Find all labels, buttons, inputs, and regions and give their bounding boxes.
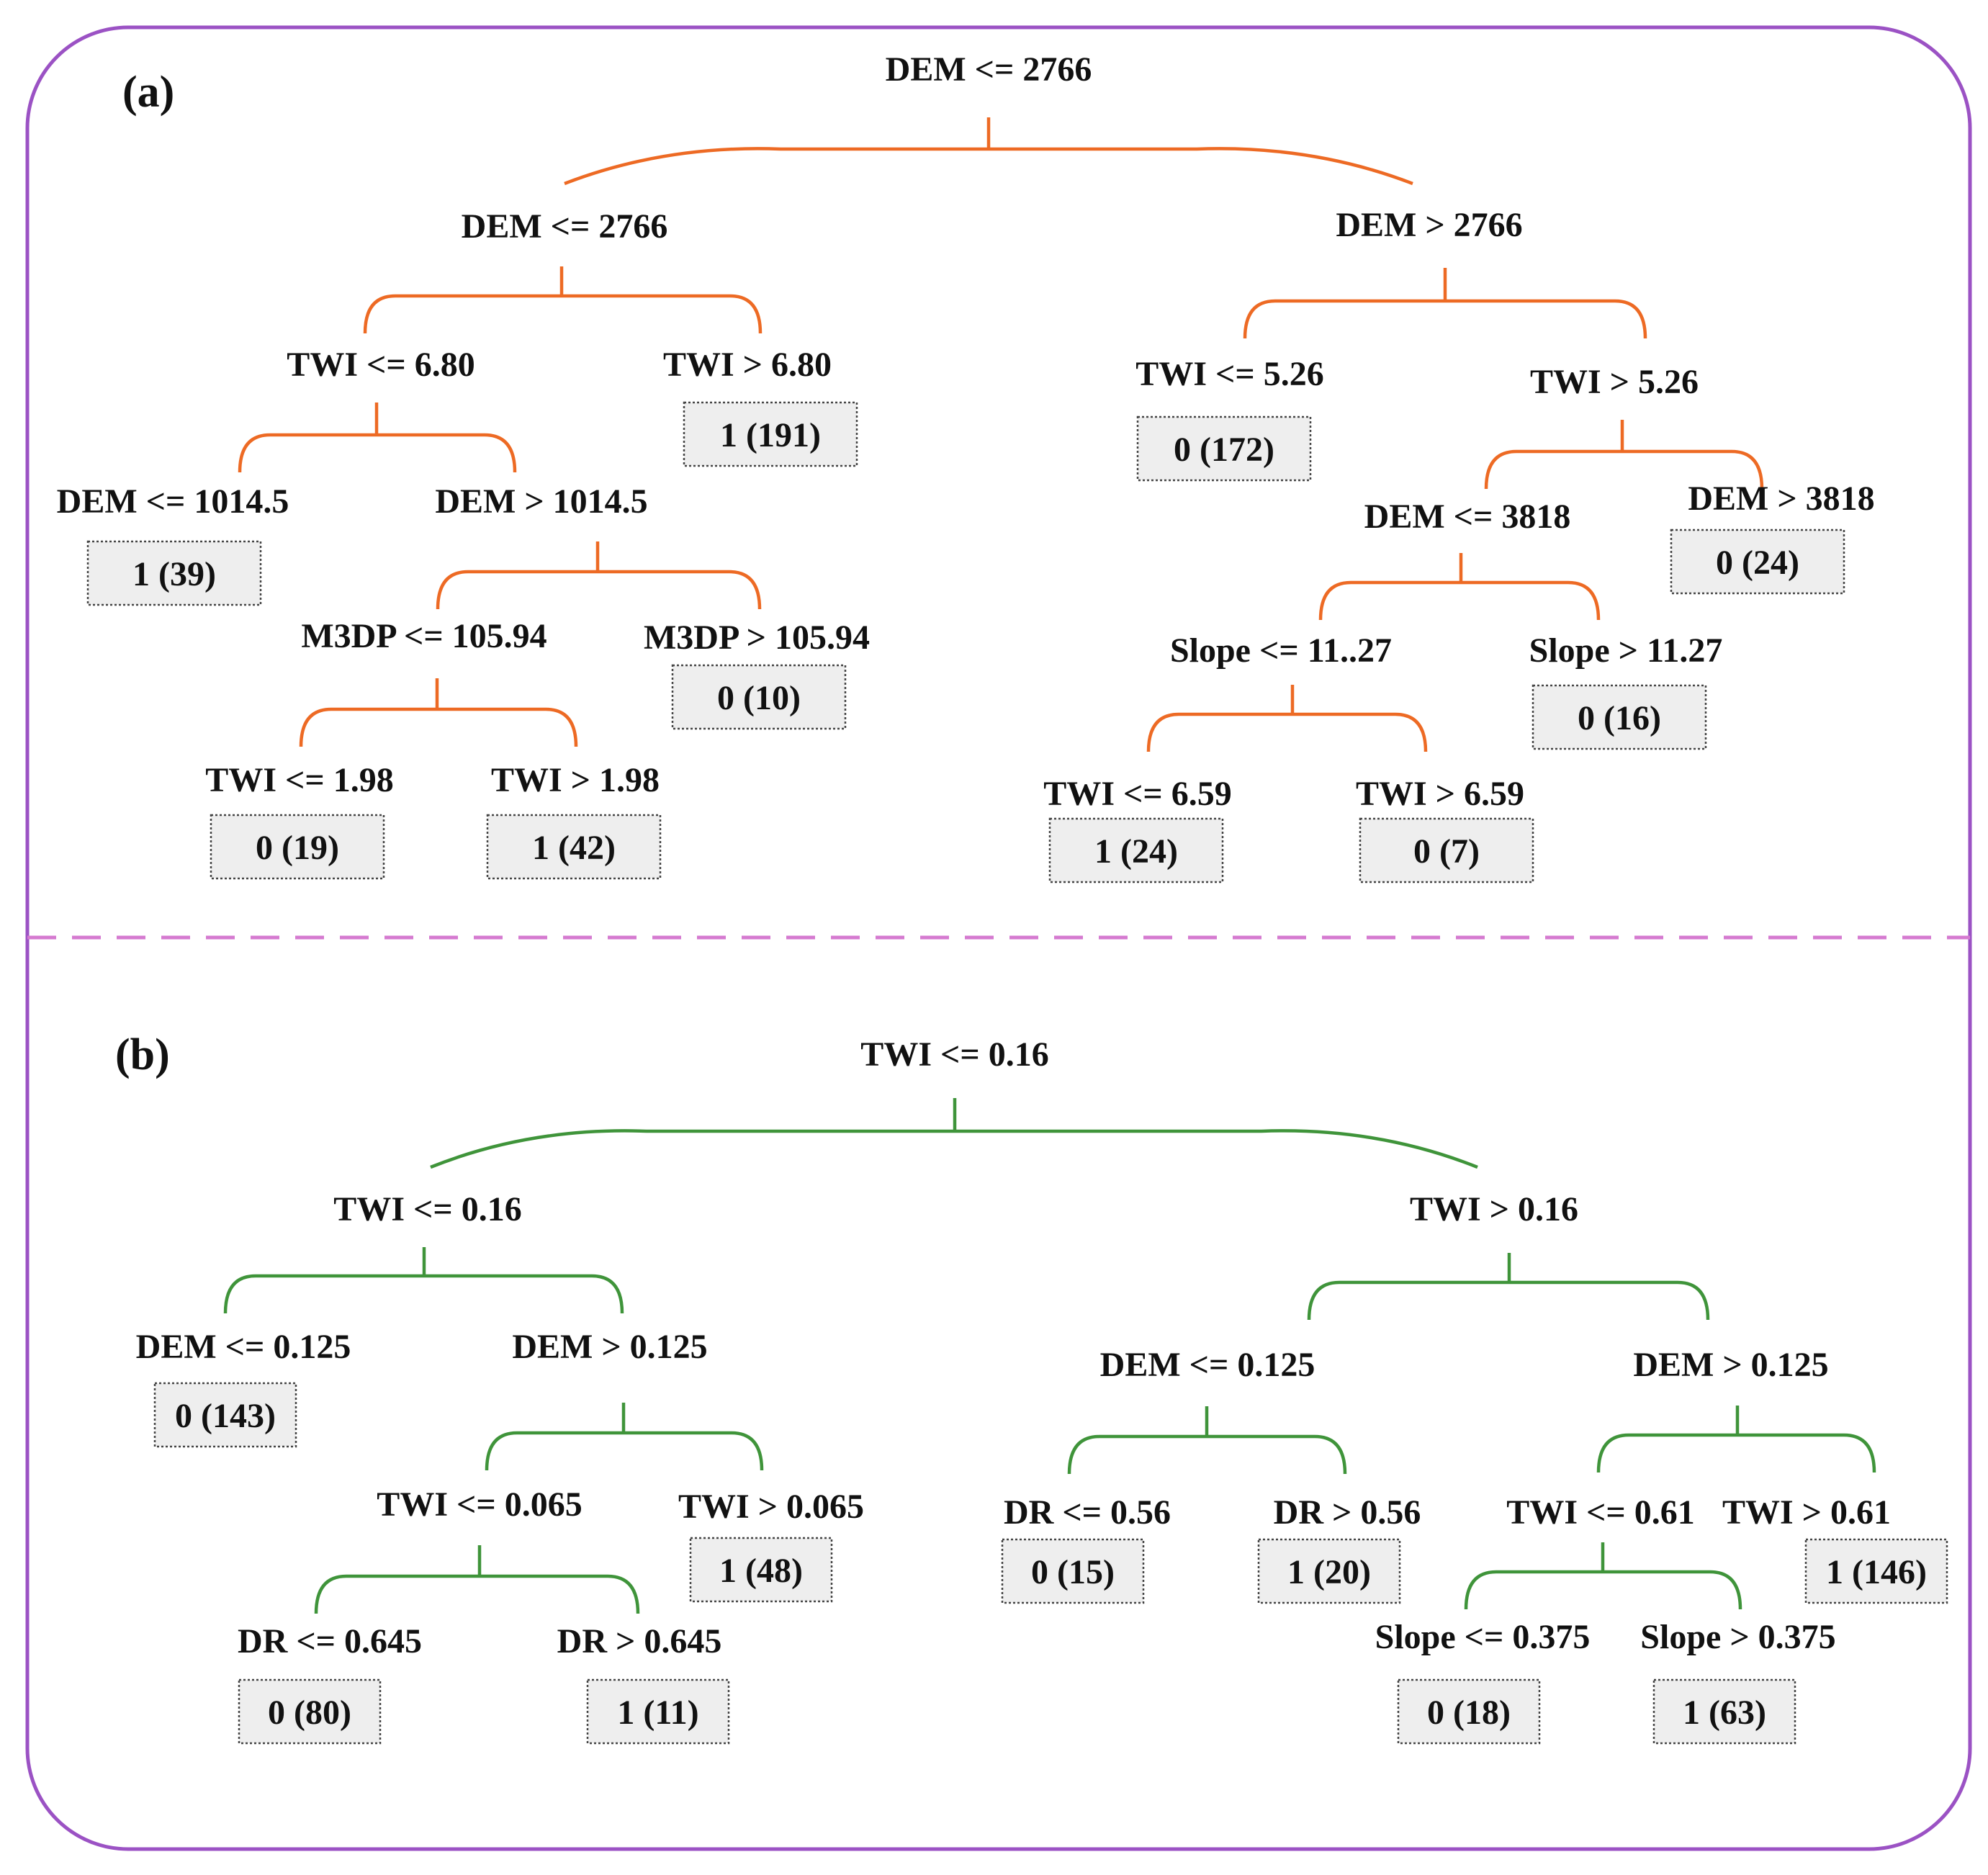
node-b-twi-le-061: TWI <= 0.61 (1506, 1493, 1694, 1532)
node-b-twi-gt-0065: TWI > 0.065 (678, 1488, 864, 1526)
node-b-twi-gt-061: TWI > 0.61 (1722, 1493, 1891, 1532)
split-a-root-bracket (564, 147, 1413, 186)
node-b-dem-gt-0125-left: DEM > 0.125 (512, 1328, 707, 1366)
node-a-root: DEM <= 2766 (886, 50, 1092, 89)
node-a-twi-le-659: TWI <= 6.59 (1043, 775, 1231, 813)
node-a-dem-le-3818: DEM <= 3818 (1364, 498, 1571, 536)
node-a-m3dp-gt: M3DP > 105.94 (644, 619, 870, 657)
node-a-dem-gt-2766: DEM > 2766 (1336, 206, 1522, 244)
node-b-dr-gt-0645: DR > 0.645 (557, 1622, 722, 1660)
node-b-root: TWI <= 0.16 (860, 1035, 1048, 1074)
split-a-twi-gt-526-bracket (1484, 449, 1764, 490)
split-b-dem-le-0125-right-bracket (1067, 1434, 1347, 1475)
leaf-a-twi-gt-680-box (683, 401, 858, 467)
node-a-twi-gt-659: TWI > 6.59 (1356, 775, 1524, 813)
node-a-twi-le-680: TWI <= 6.80 (287, 346, 474, 384)
leaf-a-m3dp-gt: 0 (10) (717, 679, 801, 717)
split-b-twi-le-061-bracket (1464, 1570, 1742, 1610)
leaf-a-slope-gt-1127-box (1532, 684, 1707, 750)
node-b-dem-le-0125-right: DEM <= 0.125 (1100, 1346, 1315, 1384)
leaf-b-slope-gt-0375-box (1652, 1678, 1796, 1745)
leaf-a-twi-gt-659: 0 (7) (1413, 832, 1480, 871)
leaf-b-dem-le-0125-left-box (153, 1382, 297, 1448)
leaf-a-twi-le-526: 0 (172) (1174, 431, 1274, 469)
leaf-a-twi-le-659-box (1048, 817, 1224, 883)
node-a-twi-gt-526: TWI > 5.26 (1530, 363, 1699, 401)
node-a-dem-le-1014: DEM <= 1014.5 (57, 482, 289, 521)
leaf-b-twi-gt-0065-box (689, 1537, 833, 1603)
leaf-b-slope-le-0375-box (1397, 1678, 1541, 1745)
node-b-dem-le-0125-left: DEM <= 0.125 (136, 1328, 351, 1366)
node-b-twi-gt-016: TWI > 0.16 (1410, 1190, 1578, 1228)
leaf-b-dem-le-0125-left: 0 (143) (175, 1397, 276, 1435)
split-a-dem-le-3818-bracket (1318, 580, 1601, 621)
node-b-dr-le-0645: DR <= 0.645 (238, 1622, 422, 1660)
node-b-dr-gt-056: DR > 0.56 (1274, 1493, 1421, 1532)
node-a-slope-le-1127: Slope <= 11..27 (1170, 631, 1392, 670)
node-a-twi-le-198: TWI <= 1.98 (205, 761, 393, 799)
leaf-a-twi-gt-659-box (1359, 817, 1534, 883)
split-a-m3dp-le-bracket (299, 707, 578, 747)
split-a-slope-le-1127-bracket (1146, 712, 1428, 752)
split-a-twi-le-680-bracket (238, 433, 517, 473)
node-b-dr-le-056: DR <= 0.56 (1004, 1493, 1171, 1532)
split-a-dem-le-2766-bracket (363, 294, 763, 334)
split-b-root-bracket (430, 1129, 1478, 1169)
leaf-b-dr-gt-0645-box (586, 1678, 730, 1745)
split-b-dem-gt-0125-left-bracket (485, 1431, 764, 1471)
leaf-a-dem-le-1014-box (86, 540, 262, 606)
leaf-a-slope-gt-1127: 0 (16) (1578, 699, 1661, 737)
node-a-slope-gt-1127: Slope > 11.27 (1529, 631, 1723, 670)
leaf-a-twi-gt-680: 1 (191) (720, 416, 821, 454)
leaf-b-dr-gt-0645: 1 (11) (617, 1694, 698, 1732)
node-a-m3dp-le: M3DP <= 105.94 (301, 617, 547, 655)
node-a-dem-le-2766: DEM <= 2766 (462, 207, 668, 246)
split-a-dem-gt-1014-bracket (436, 570, 762, 610)
node-b-twi-le-0065: TWI <= 0.065 (377, 1485, 582, 1524)
split-b-twi-le-0065-bracket (314, 1574, 640, 1614)
leaf-a-twi-le-198: 0 (19) (256, 829, 339, 867)
leaf-b-dr-gt-056: 1 (20) (1287, 1553, 1371, 1591)
leaf-a-twi-le-198-box (210, 814, 385, 880)
panel-a-label: (a) (122, 68, 174, 117)
leaf-b-slope-gt-0375: 1 (63) (1683, 1694, 1766, 1732)
split-b-twi-le-016-bracket (223, 1274, 624, 1314)
leaf-b-twi-gt-061: 1 (146) (1826, 1553, 1927, 1591)
leaf-b-dr-le-056: 0 (15) (1031, 1553, 1115, 1591)
leaf-b-dr-le-0645-box (238, 1678, 382, 1745)
leaf-a-twi-le-526-box (1136, 415, 1312, 482)
leaf-b-dr-gt-056-box (1257, 1538, 1401, 1604)
split-a-dem-gt-2766-bracket (1243, 299, 1647, 339)
node-a-twi-le-526: TWI <= 5.26 (1135, 355, 1323, 393)
leaf-b-dr-le-056-box (1001, 1538, 1145, 1604)
leaf-b-dr-le-0645: 0 (80) (268, 1694, 351, 1732)
node-b-slope-le-0375: Slope <= 0.375 (1375, 1618, 1591, 1656)
leaf-a-m3dp-gt-box (671, 664, 847, 730)
leaf-b-slope-le-0375: 0 (18) (1427, 1694, 1511, 1732)
node-b-twi-le-016: TWI <= 0.16 (333, 1190, 521, 1228)
split-b-twi-gt-016-bracket (1307, 1280, 1710, 1321)
panel-b-label: (b) (115, 1030, 170, 1079)
node-a-twi-gt-198: TWI > 1.98 (491, 761, 660, 799)
split-b-dem-gt-0125-right-bracket (1596, 1433, 1876, 1473)
node-a-twi-gt-680: TWI > 6.80 (663, 346, 832, 384)
leaf-a-dem-gt-3818-box (1670, 529, 1845, 595)
node-a-dem-gt-3818: DEM > 3818 (1688, 480, 1874, 518)
leaf-b-twi-gt-0065: 1 (48) (719, 1552, 803, 1590)
node-a-dem-gt-1014: DEM > 1014.5 (435, 482, 647, 521)
leaf-b-twi-gt-061-box (1804, 1538, 1948, 1604)
leaf-a-twi-gt-198: 1 (42) (532, 829, 616, 867)
node-b-slope-gt-0375: Slope > 0.375 (1640, 1618, 1835, 1656)
leaf-a-twi-le-659: 1 (24) (1094, 832, 1178, 871)
leaf-a-twi-gt-198-box (486, 814, 662, 880)
leaf-a-dem-gt-3818: 0 (24) (1716, 544, 1799, 582)
leaf-a-dem-le-1014: 1 (39) (132, 555, 216, 593)
node-b-dem-gt-0125-right: DEM > 0.125 (1633, 1346, 1828, 1384)
